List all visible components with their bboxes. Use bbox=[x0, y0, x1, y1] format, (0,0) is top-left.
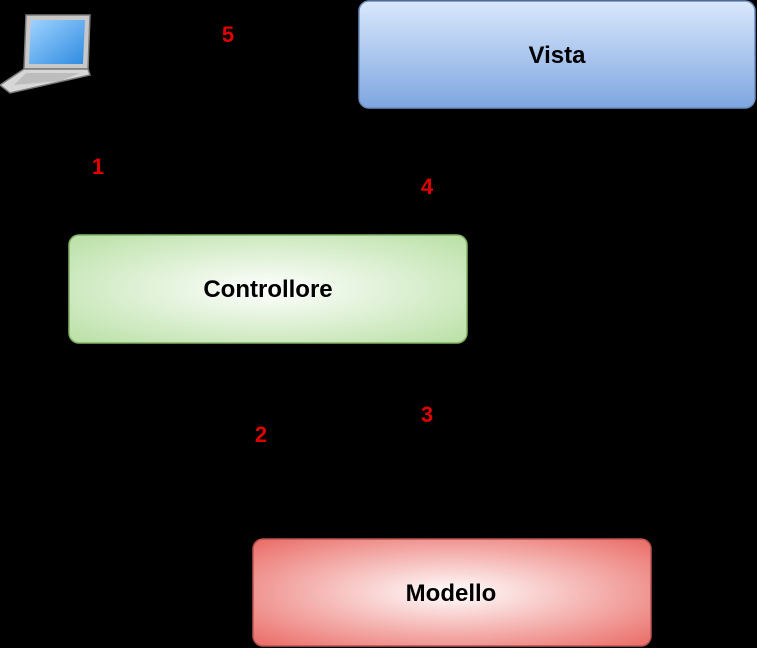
controllore-node: Controllore bbox=[68, 234, 468, 344]
vista-node: Vista bbox=[358, 0, 756, 109]
arrow-4 bbox=[337, 105, 494, 236]
step-number-5: 5 bbox=[222, 22, 234, 47]
arrow-2 bbox=[267, 342, 354, 542]
modello-node: Modello bbox=[252, 538, 652, 647]
flow-arrows bbox=[59, 45, 494, 542]
vista-label: Vista bbox=[529, 42, 587, 69]
step-number-1: 1 bbox=[92, 154, 104, 179]
arrow-1 bbox=[59, 94, 123, 239]
arrow-3 bbox=[366, 339, 453, 539]
modello-label: Modello bbox=[406, 580, 497, 607]
laptop-icon bbox=[0, 14, 91, 94]
step-number-3: 3 bbox=[421, 402, 433, 427]
controllore-label: Controllore bbox=[203, 276, 332, 303]
step-number-2: 2 bbox=[255, 422, 267, 447]
step-number-4: 4 bbox=[421, 174, 434, 199]
